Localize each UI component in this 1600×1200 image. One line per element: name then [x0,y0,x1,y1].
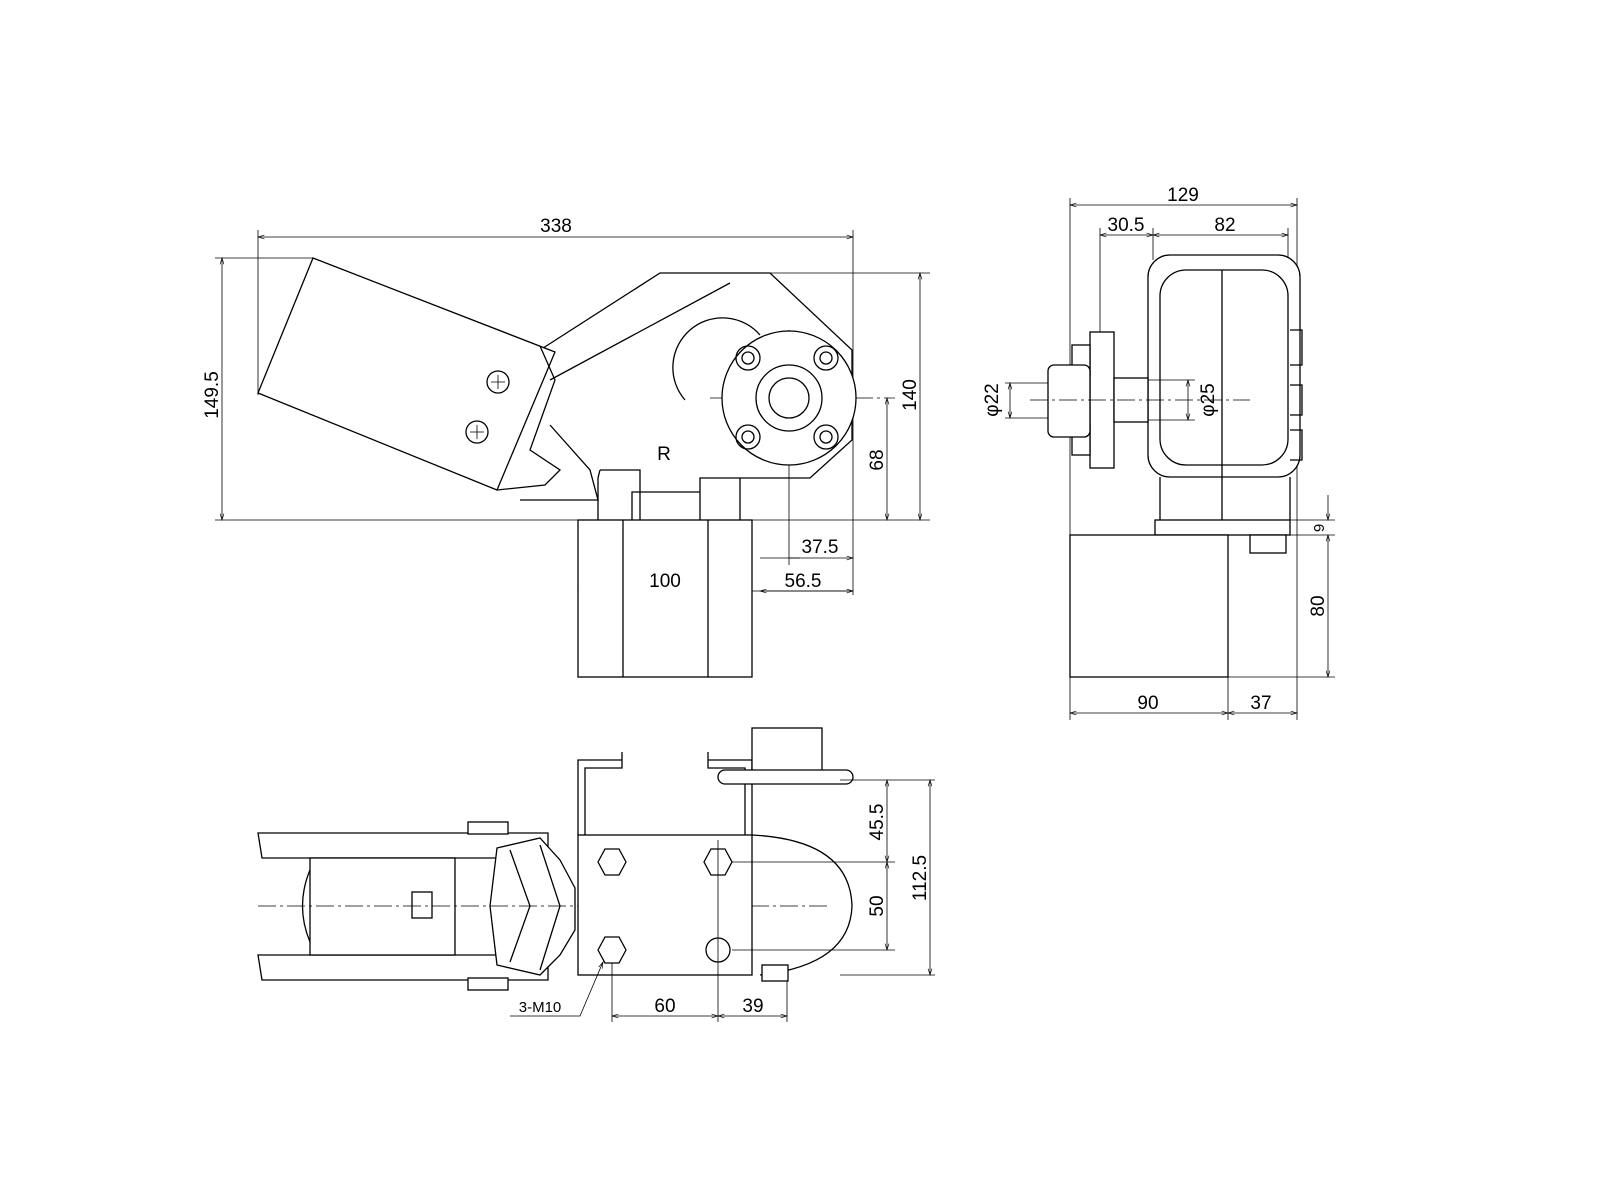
motor-cylinder [257,257,556,491]
bracket [577,834,753,976]
dim-338: 338 [540,216,572,237]
motor-housing [1147,254,1301,478]
dim-phi22: φ22 [982,383,1003,416]
dim-149-5: 149.5 [202,371,223,419]
end-view: 129 30.5 82 φ22 φ25 9 80 90 37 [982,185,1335,720]
dim-37-5: 37.5 [802,537,839,558]
dim-phi25: φ25 [1198,383,1219,416]
flange-bolts [735,345,839,450]
base-block-end [1069,534,1229,678]
dim-37: 37 [1250,693,1271,714]
thread-callout: 3-M10 [519,999,562,1016]
dim-56-5: 56.5 [785,571,822,592]
dim-9: 9 [1311,524,1328,532]
dim-68: 68 [867,449,888,470]
dim-129: 129 [1167,185,1199,206]
dim-45-5: 45.5 [867,804,888,841]
dim-82: 82 [1214,215,1235,236]
dim-90: 90 [1137,693,1158,714]
dim-100: 100 [649,571,681,592]
dim-50: 50 [867,895,888,916]
dim-140: 140 [900,379,921,411]
dim-30-5: 30.5 [1108,215,1145,236]
top-view: 45.5 50 112.5 60 39 3-M10 [257,727,935,1022]
mark-r: R [657,444,671,465]
side-view: R 338 149.5 140 68 37.5 100 56.5 [202,216,930,678]
dim-60: 60 [654,996,675,1017]
dim-80: 80 [1308,595,1329,616]
dim-112-5: 112.5 [910,855,931,901]
base-block [577,519,753,678]
dim-39: 39 [742,996,763,1017]
screw-icon [465,370,510,444]
